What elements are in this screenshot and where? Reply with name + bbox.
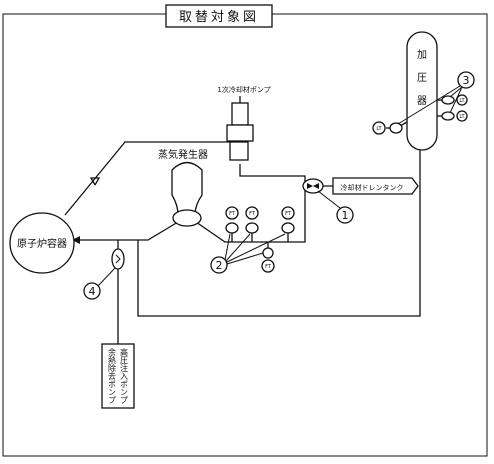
lt-right-valve-1 (441, 95, 455, 105)
callout-4-label: 4 (89, 285, 96, 298)
callout-1-leader (317, 190, 341, 209)
callout-3-circle (457, 71, 475, 89)
ft3-valve (281, 222, 295, 234)
callout-4-leader (97, 267, 116, 287)
surge-line (137, 148, 421, 317)
steam-generator-label: 蒸気発生器 (158, 148, 208, 161)
lt-left-valve (389, 122, 403, 134)
lt-left-circle (372, 121, 386, 135)
rhr-pump-label: 余熱除去ポンプ (108, 347, 117, 404)
ft4-circle (261, 259, 275, 273)
flow-arrow-hot (89, 177, 101, 186)
callout-3-leader-2 (449, 86, 463, 114)
callout-3-label: 3 (463, 74, 470, 87)
callout-3-leader-3 (397, 85, 461, 125)
ft1-circle (225, 206, 239, 220)
lt-right-label-2: LT (459, 114, 465, 120)
drain-tank-label: 冷却材ドレンタンク (341, 183, 404, 192)
rcp-motor (231, 102, 249, 126)
hp-injection-pump-label: 高圧注入ポンプ (120, 347, 129, 404)
flow-arrow-cold (72, 236, 80, 244)
lt-right-valve-2 (441, 111, 455, 121)
title-box (165, 4, 273, 28)
valve-4-mark (115, 254, 121, 264)
pressurizer-label-3: 器 (417, 95, 427, 107)
ft2-label: FT (249, 211, 256, 217)
cold-leg-pipe (72, 221, 179, 241)
lt-right-circle-2 (456, 110, 468, 122)
reactor-vessel (9, 212, 75, 274)
steam-generator (171, 161, 203, 216)
pressurizer (406, 31, 438, 151)
callout-2-label: 2 (216, 259, 223, 272)
ft4-valve (262, 247, 274, 259)
callout-2-leader-3 (226, 233, 286, 263)
callout-2-leader-4 (226, 252, 264, 265)
callout-1-circle (336, 206, 354, 224)
drain-tank (332, 177, 419, 195)
drain-valve-mark-right (313, 183, 319, 189)
ft2-valve (245, 222, 259, 234)
lt-right-label-1: LT (459, 98, 465, 104)
drain-valve-mark-left (307, 183, 313, 189)
ft3-label: FT (285, 211, 292, 217)
callout-2-leader-2 (225, 233, 251, 262)
diagram-title: 取替対象図 (179, 10, 259, 25)
callout-4-circle (83, 282, 101, 300)
lt-left-label: LT (376, 126, 382, 132)
rcp-casing (229, 141, 249, 161)
callout-2-leader-1 (224, 233, 231, 261)
lt-right-circle-1 (456, 94, 468, 106)
hot-leg-pipe (64, 141, 230, 216)
ft3-circle (281, 206, 295, 220)
valve-4 (111, 248, 125, 270)
crossover-pipe (195, 164, 306, 243)
rcp-label: 1次冷却材ポンプ (217, 85, 270, 94)
ft4-label: FT (265, 264, 272, 270)
rcp-body (226, 124, 254, 142)
pressurizer-label-2: 圧 (417, 73, 427, 84)
callout-3-leader-1 (449, 86, 463, 98)
callout-1-label: 1 (342, 209, 349, 222)
reactor-vessel-label: 原子炉容器 (17, 237, 67, 250)
ft2-circle (245, 206, 259, 220)
ft1-label: FT (229, 211, 236, 217)
pressurizer-label-1: 加 (417, 49, 427, 61)
pump-box (101, 343, 135, 409)
steam-generator-bottom (172, 209, 202, 227)
ft1-valve (225, 222, 239, 234)
callout-2-circle (210, 256, 228, 274)
